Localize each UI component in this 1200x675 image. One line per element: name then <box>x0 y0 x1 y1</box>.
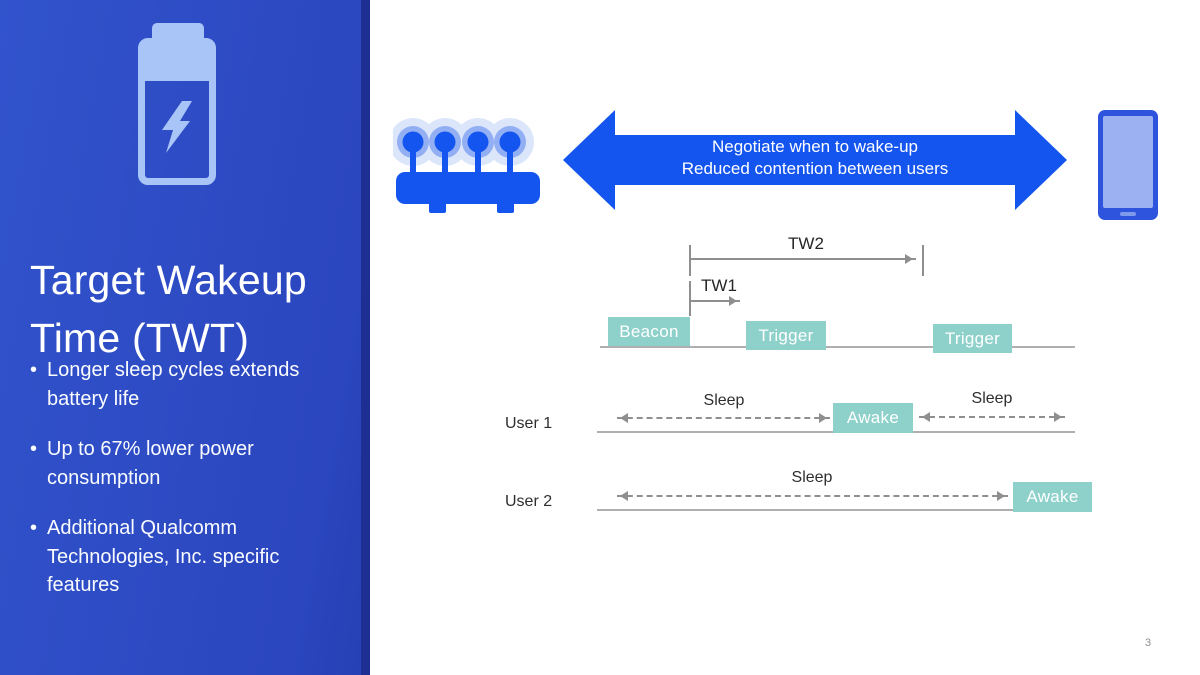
slide-title: Target Wakeup Time (TWT) <box>30 251 307 367</box>
bullet-glyph: • <box>30 517 38 539</box>
negotiation-arrow-text: Negotiate when to wake-up Reduced conten… <box>615 128 1015 188</box>
sidebar: Target Wakeup Time (TWT) • Longer sleep … <box>0 0 361 675</box>
battery-body <box>138 38 216 185</box>
tw2-label: TW2 <box>788 234 824 253</box>
tw2-interval-arrow <box>690 254 916 264</box>
user1-label: User 1 <box>505 415 553 432</box>
bullet-item: • Additional Qualcomm Technologies, Inc.… <box>30 514 299 600</box>
bullet-glyph: • <box>30 438 38 460</box>
user2-sleep-label: Sleep <box>791 469 833 486</box>
tw1-start-tick <box>689 281 691 316</box>
beacon-frame: Beacon <box>608 317 690 346</box>
bullet-text-line: Additional Qualcomm <box>47 517 238 539</box>
tw1-interval-arrow <box>690 296 740 306</box>
bullet-text-line: Up to 67% lower power <box>47 438 254 460</box>
bullet-glyph: • <box>30 359 38 381</box>
bullet-text-line: battery life <box>47 387 140 410</box>
smartphone-icon <box>1098 110 1158 220</box>
negotiation-text-line1: Negotiate when to wake-up <box>711 137 919 156</box>
tw2-end-tick <box>922 245 924 276</box>
phone-home-button <box>1120 212 1136 216</box>
wifi-router-icon <box>393 118 540 213</box>
negotiation-text-line2: Reduced contention between users <box>681 159 949 178</box>
user2-timeline <box>597 509 1092 511</box>
battery-charge-band <box>145 45 209 81</box>
bullet-text-line: Technologies, Inc. specific <box>47 545 280 568</box>
user1-sleep1-label: Sleep <box>703 392 745 409</box>
user2-awake-frame: Awake <box>1013 482 1092 512</box>
slide-title-line1: Target Wakeup <box>30 257 307 304</box>
user1-awake-frame: Awake <box>833 403 913 433</box>
bullet-text-line: features <box>47 574 120 596</box>
double-headed-arrow <box>563 110 1067 210</box>
bullet-list: • Longer sleep cycles extends battery li… <box>30 356 299 622</box>
user1-sleep1-arrow <box>617 413 830 423</box>
slide-title-line2: Time (TWT) <box>30 315 250 362</box>
trigger-frame: Trigger <box>933 324 1012 353</box>
bullet-text-line: Longer sleep cycles extends <box>47 359 300 381</box>
bullet-text-line: consumption <box>47 466 161 489</box>
phone-screen <box>1103 116 1153 208</box>
page-number: 3 <box>1144 637 1152 649</box>
lightning-bolt-icon <box>162 101 192 153</box>
bullet-item: • Longer sleep cycles extends battery li… <box>30 356 299 413</box>
sidebar-edge-stripe <box>361 0 370 675</box>
trigger-frame: Trigger <box>746 321 826 350</box>
user2-sleep-arrow <box>617 491 1008 501</box>
tw2-start-tick <box>689 245 691 276</box>
user2-label: User 2 <box>505 493 553 510</box>
ap-timeline <box>600 346 1075 348</box>
bullet-item: • Up to 67% lower power consumption <box>30 435 299 492</box>
user1-sleep2-label: Sleep <box>971 390 1013 407</box>
user1-sleep2-arrow <box>919 412 1065 422</box>
tw1-label: TW1 <box>701 276 737 295</box>
battery-cap <box>152 23 204 40</box>
